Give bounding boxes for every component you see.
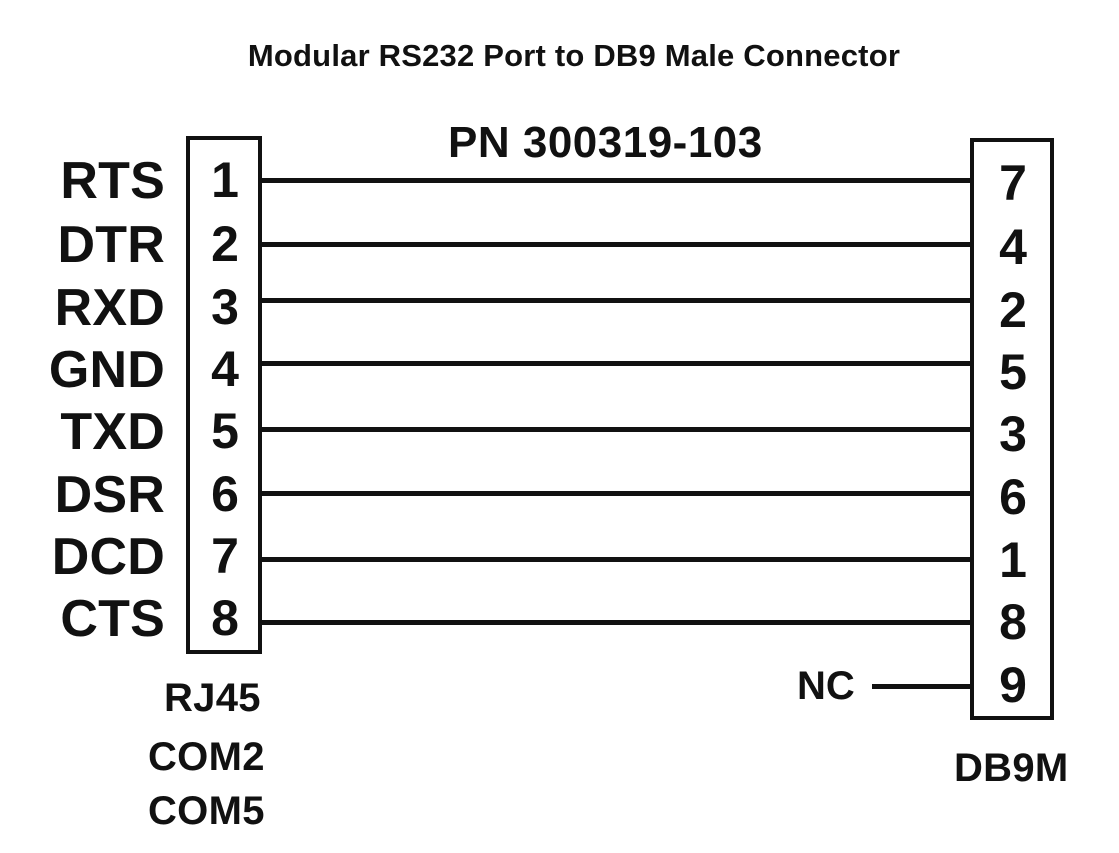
wire-txd (262, 427, 970, 432)
db9-pin-7: 7 (999, 155, 1027, 211)
rj45-caption: RJ45 (164, 676, 261, 720)
db9-pin-2: 2 (999, 282, 1027, 338)
db9-pin-3: 3 (999, 406, 1027, 462)
wire-dtr (262, 242, 970, 247)
signal-label-txd: TXD (60, 403, 165, 461)
rj45-pin-4: 4 (211, 341, 239, 397)
db9-pin-9: 9 (999, 657, 1027, 713)
rj45-pin-5: 5 (211, 403, 239, 459)
com5-caption: COM5 (148, 789, 265, 833)
signal-label-rxd: RXD (54, 279, 165, 337)
diagram-title: Modular RS232 Port to DB9 Male Connector (247, 38, 901, 73)
db9-pin-1: 1 (999, 532, 1027, 588)
signal-label-gnd: GND (48, 341, 165, 399)
rj45-pin-3: 3 (211, 279, 239, 335)
rj45-connector-box (186, 136, 262, 654)
no-connect-wire (872, 684, 970, 689)
wire-gnd (262, 361, 970, 366)
db9-connector-box (970, 138, 1054, 720)
no-connect-label: NC (797, 664, 855, 708)
signal-label-dtr: DTR (57, 216, 165, 274)
signal-label-dcd: DCD (51, 528, 165, 586)
wire-dsr (262, 491, 970, 496)
signal-label-dsr: DSR (54, 466, 165, 524)
rj45-pin-8: 8 (211, 590, 239, 646)
wire-dcd (262, 557, 970, 562)
db9-pin-8: 8 (999, 594, 1027, 650)
wire-rts (262, 178, 970, 183)
db9-pin-6: 6 (999, 469, 1027, 525)
db9m-caption: DB9M (954, 746, 1069, 790)
rj45-pin-2: 2 (211, 216, 239, 272)
signal-label-cts: CTS (60, 590, 165, 648)
wire-cts (262, 620, 970, 625)
wire-rxd (262, 298, 970, 303)
rj45-pin-1: 1 (211, 152, 239, 208)
rj45-pin-7: 7 (211, 528, 239, 584)
com2-caption: COM2 (148, 735, 265, 779)
db9-pin-5: 5 (999, 344, 1027, 400)
db9-pin-4: 4 (999, 219, 1027, 275)
part-number: PN 300319-103 (448, 118, 763, 167)
signal-label-rts: RTS (60, 152, 165, 210)
rj45-pin-6: 6 (211, 466, 239, 522)
